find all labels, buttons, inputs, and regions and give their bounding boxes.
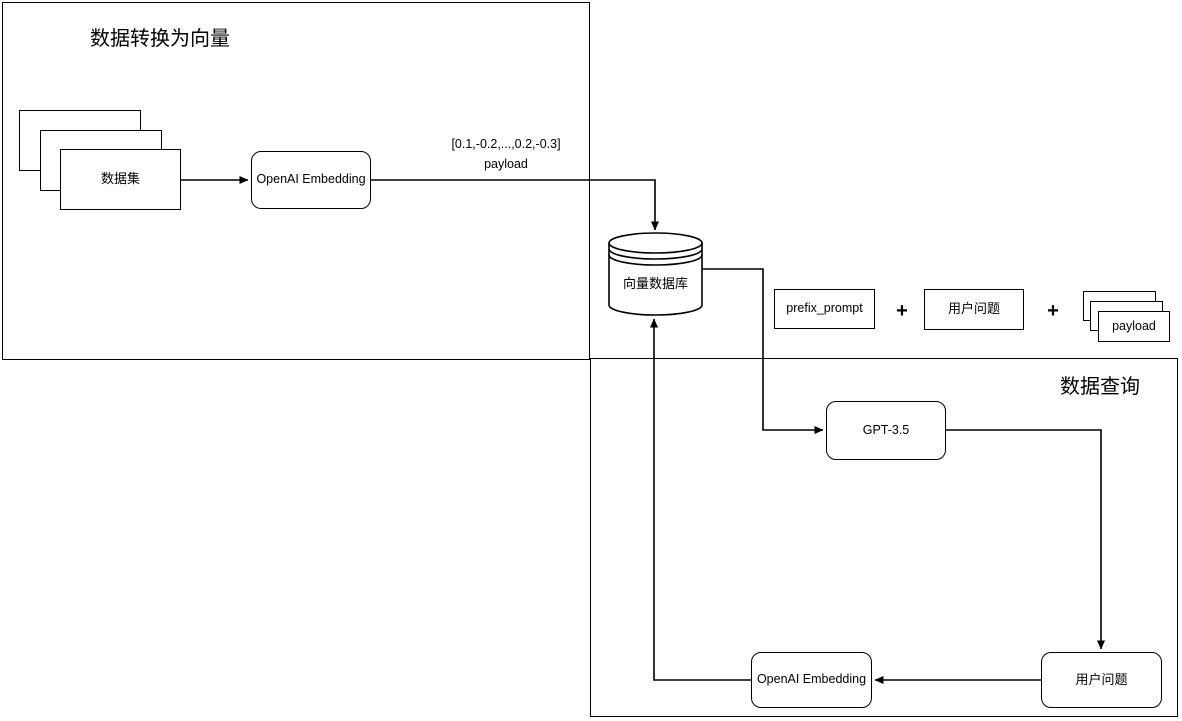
user-question-label: 用户问题	[1075, 671, 1128, 687]
user-question-compose-label: 用户问题	[947, 301, 1000, 317]
section-data-to-vector	[2, 2, 590, 360]
payload-label: payload	[1112, 318, 1156, 333]
openai-embedding-query-node: OpenAI Embedding	[751, 652, 872, 708]
prefix-prompt-label: prefix_prompt	[786, 301, 863, 316]
prefix-prompt-node: prefix_prompt	[774, 289, 875, 329]
plus-operator-2: +	[1047, 299, 1059, 322]
gpt35-node: GPT-3.5	[826, 401, 946, 460]
user-question-node: 用户问题	[1041, 652, 1162, 708]
user-question-compose-node: 用户问题	[924, 289, 1024, 330]
payload-edge-label: payload	[484, 157, 528, 171]
payload-node: payload	[1098, 311, 1170, 342]
openai-embedding-query-label: OpenAI Embedding	[756, 672, 867, 687]
dataset-label: 数据集	[100, 171, 140, 187]
edge-gpt-to-user-question	[946, 429, 1105, 650]
edge-embedding-to-vectordb-up	[650, 318, 751, 681]
plus-operator-1: +	[896, 299, 908, 322]
section-data-query	[590, 358, 1178, 717]
vector-db-cylinder-shape	[608, 232, 703, 316]
vector-value-edge-label: [0.1,-0.2,...,0.2,-0.3]	[451, 137, 561, 151]
edge-vectordb-to-gpt	[702, 268, 824, 434]
section-title-data-query: 数据查询	[1060, 376, 1140, 398]
dataset-node: 数据集	[60, 149, 181, 210]
edge-embedding-to-vectordb	[371, 179, 659, 231]
gpt35-label: GPT-3.5	[862, 422, 910, 437]
openai-embedding-ingest-node: OpenAI Embedding	[251, 151, 371, 209]
section-title-data-to-vector: 数据转换为向量	[90, 28, 230, 50]
vector-db-label: 向量数据库	[622, 275, 688, 291]
openai-embedding-ingest-label: OpenAI Embedding	[256, 172, 366, 187]
